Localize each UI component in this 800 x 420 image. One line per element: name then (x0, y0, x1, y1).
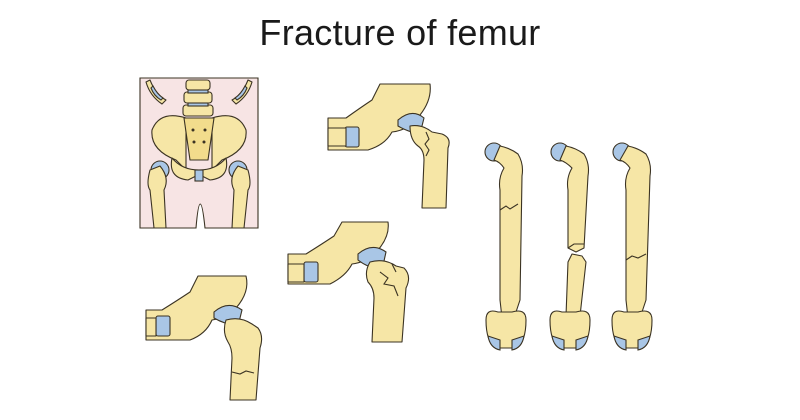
hip-subtrochanteric-fracture-illustration (145, 275, 263, 401)
pelvis-overview-illustration (139, 77, 259, 229)
femur-displaced-fracture-illustration (549, 142, 591, 351)
hip-neck-fracture-illustration (327, 83, 450, 209)
femur-oblique-fracture-illustration (484, 142, 527, 351)
femur-hairline-fracture-illustration (611, 142, 653, 351)
page-title: Fracture of femur (259, 12, 541, 53)
hip-intertrochanteric-fracture-illustration (287, 221, 410, 343)
